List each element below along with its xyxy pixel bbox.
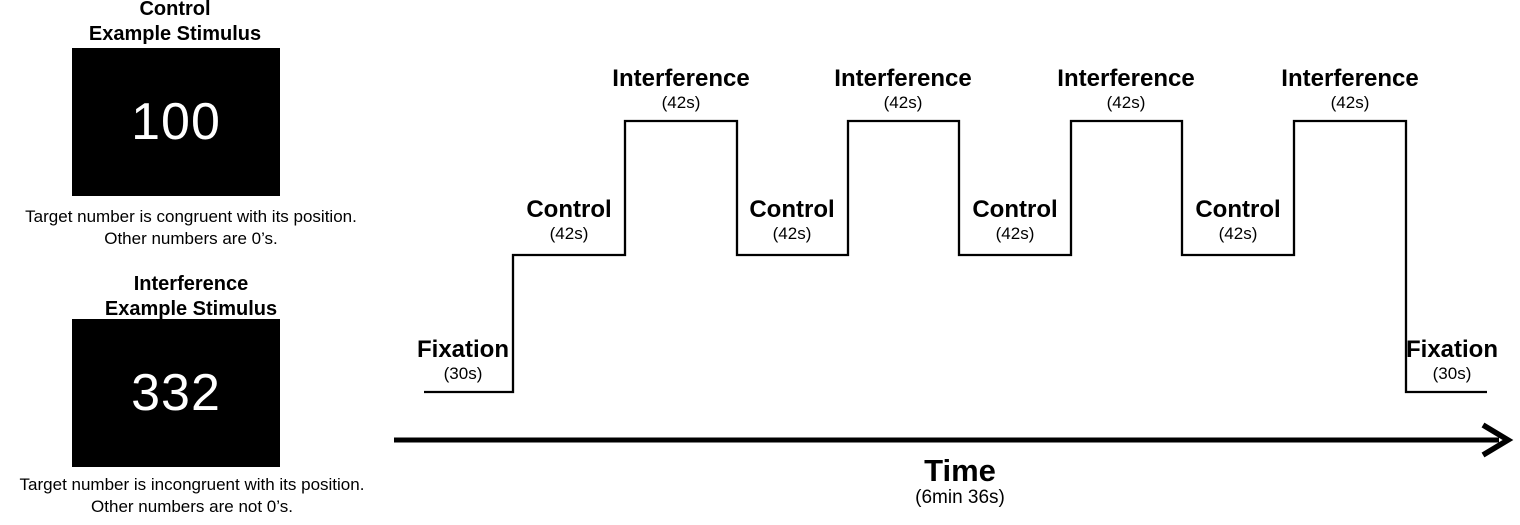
control-stimulus-heading-line2: Example Stimulus (88, 23, 262, 45)
block-name: Fixation (416, 336, 510, 363)
block-duration: (42s) (549, 224, 589, 243)
time-axis-label: Time (6min 36s) (915, 454, 1005, 509)
time-axis-title: Time (924, 453, 996, 488)
block-duration: (30s) (443, 364, 483, 383)
block-duration: (42s) (995, 224, 1035, 243)
control-stimulus-screen: 100 (72, 48, 280, 196)
control-stimulus-caption-line1: Target number is congruent with its posi… (25, 207, 357, 226)
control-stimulus-number: 100 (131, 93, 221, 151)
control-stimulus-heading: Control Example Stimulus (89, 0, 261, 47)
block-name: Interference (1281, 65, 1419, 92)
block-name: Fixation (1405, 336, 1499, 363)
interference-stimulus-caption: Target number is incongruent with its po… (20, 474, 365, 517)
block-name: Control (749, 196, 835, 223)
control-stimulus-caption-line2: Other numbers are 0’s. (104, 228, 278, 248)
block-name: Control (972, 196, 1058, 223)
block-design-step-line (424, 119, 1487, 394)
block-label-control-4: Control (42s) (1195, 197, 1280, 244)
interference-stimulus-heading: Interference Example Stimulus (105, 272, 277, 322)
block-label-control-1: Control (42s) (526, 197, 611, 244)
block-duration: (30s) (1432, 364, 1472, 383)
block-label-interference-1: Interference (42s) (612, 66, 749, 113)
interference-stimulus-caption-line2: Other numbers are not 0’s. (91, 496, 293, 516)
interference-stimulus-caption-line1: Target number is incongruent with its po… (19, 475, 365, 494)
block-name: Interference (834, 65, 972, 92)
interference-stimulus-heading-line2: Example Stimulus (104, 298, 278, 320)
block-name: Control (1195, 196, 1281, 223)
block-duration: (42s) (1330, 93, 1370, 112)
block-label-interference-4: Interference (42s) (1281, 66, 1418, 113)
block-name: Control (526, 196, 612, 223)
block-duration: (42s) (883, 93, 923, 112)
block-duration: (42s) (1106, 93, 1146, 112)
block-label-control-2: Control (42s) (749, 197, 834, 244)
interference-stimulus-screen: 332 (72, 319, 280, 467)
block-label-interference-3: Interference (42s) (1057, 66, 1194, 113)
control-stimulus-heading-line1: Control (139, 0, 211, 20)
block-label-fixation-end: Fixation (30s) (1406, 337, 1498, 384)
block-duration: (42s) (772, 224, 812, 243)
block-label-control-3: Control (42s) (972, 197, 1057, 244)
time-axis-arrowhead (1481, 422, 1514, 458)
time-axis-total-duration: (6min 36s) (915, 487, 1005, 508)
block-name: Interference (612, 65, 750, 92)
block-label-fixation-start: Fixation (30s) (417, 337, 509, 384)
block-name: Interference (1057, 65, 1195, 92)
interference-stimulus-heading-line1: Interference (133, 273, 249, 295)
block-duration: (42s) (661, 93, 701, 112)
interference-stimulus-number: 332 (131, 364, 221, 422)
block-label-interference-2: Interference (42s) (834, 66, 971, 113)
block-duration: (42s) (1218, 224, 1258, 243)
control-stimulus-caption: Target number is congruent with its posi… (25, 206, 357, 249)
